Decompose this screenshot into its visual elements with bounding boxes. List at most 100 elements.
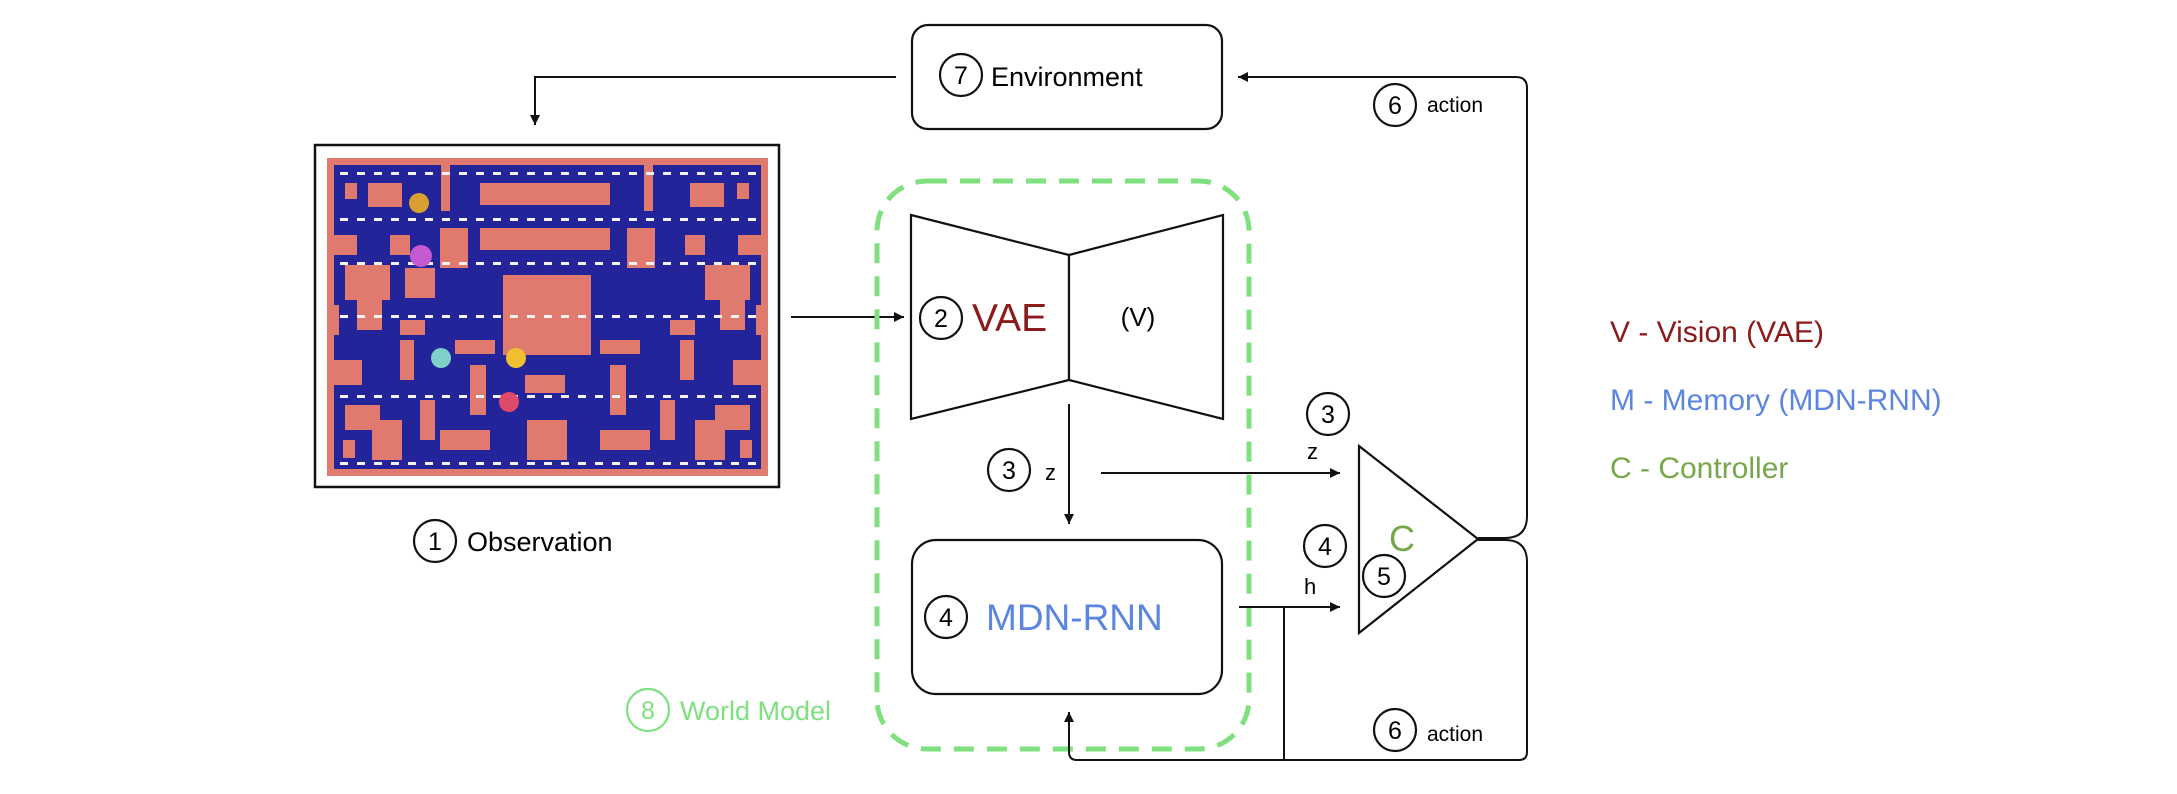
maze-wall (327, 360, 362, 385)
controller-node: C 5 (1357, 443, 1480, 636)
env-to-observation-arrow (530, 76, 896, 125)
mdn-rnn-node: 4 MDN-RNN (910, 538, 1224, 696)
controller-shape (1357, 443, 1480, 636)
maze-dot (442, 462, 450, 465)
maze-dot (612, 172, 620, 175)
maze-dot (731, 262, 739, 265)
maze-dot (340, 218, 348, 221)
maze-dot (680, 172, 688, 175)
maze-dot (408, 395, 416, 398)
maze-dot (731, 315, 739, 318)
maze-dot (425, 315, 433, 318)
observation-label: Observation (467, 527, 613, 557)
maze-dot (459, 315, 467, 318)
step-5-number: 5 (1377, 563, 1391, 591)
maze-dot (510, 262, 518, 265)
maze-wall (368, 183, 402, 207)
maze-dot (629, 315, 637, 318)
maze-dot (493, 462, 501, 465)
maze-dot (459, 262, 467, 265)
maze-dot (663, 218, 671, 221)
maze-dot (561, 218, 569, 221)
step-6-badge (1372, 82, 1418, 128)
maze-dot (612, 218, 620, 221)
maze-dot (595, 395, 603, 398)
maze-dot (714, 315, 722, 318)
maze-dot (374, 462, 382, 465)
maze-dot (561, 315, 569, 318)
maze-dot (663, 395, 671, 398)
ghost-icon (499, 392, 519, 412)
maze-dot (442, 262, 450, 265)
maze-dot (493, 315, 501, 318)
environment-label: Environment (991, 62, 1143, 92)
step-3-number: 3 (1002, 457, 1016, 485)
maze-dot (527, 218, 535, 221)
maze-wall (690, 183, 724, 207)
step-7-number: 7 (954, 62, 968, 90)
maze-dot (340, 315, 348, 318)
maze-dot (425, 462, 433, 465)
maze-wall (610, 365, 626, 415)
maze-dot (680, 395, 688, 398)
action-bottom-text: action (1427, 723, 1483, 746)
legend-controller: C - Controller (1610, 452, 1788, 485)
maze-wall (480, 228, 610, 250)
maze-dot (697, 462, 705, 465)
maze-dot (374, 262, 382, 265)
maze-wall (685, 235, 705, 255)
maze-dot (731, 218, 739, 221)
world-model-boundary (874, 178, 1252, 752)
maze-dot (357, 395, 365, 398)
maze-dot (578, 262, 586, 265)
step-6b-number: 6 (1388, 717, 1402, 745)
h-label: 4 h (1302, 523, 1348, 599)
maze-dot (391, 172, 399, 175)
maze-dot (544, 315, 552, 318)
maze-dot (459, 462, 467, 465)
maze-dot (697, 315, 705, 318)
maze-dot (391, 218, 399, 221)
maze-wall (680, 340, 694, 380)
maze-dot (476, 395, 484, 398)
maze-dot (476, 262, 484, 265)
maze-dot (595, 218, 603, 221)
maze-dot (578, 172, 586, 175)
h-text: h (1304, 574, 1316, 599)
maze-dot (442, 172, 450, 175)
maze-dot (714, 395, 722, 398)
step-4b-number: 4 (1318, 533, 1332, 561)
maze-wall (372, 420, 402, 460)
observation-image (313, 143, 781, 489)
maze-dot (561, 172, 569, 175)
legend-memory: M - Memory (MDN-RNN) (1610, 384, 1942, 417)
maze-wall (390, 235, 410, 255)
maze-dot (561, 462, 569, 465)
maze-dot (476, 172, 484, 175)
ghost-icon (410, 245, 432, 267)
maze-dot (493, 262, 501, 265)
vae-label: VAE (972, 297, 1047, 340)
maze-dot (595, 462, 603, 465)
maze-dots (340, 172, 756, 465)
maze-dot (425, 172, 433, 175)
maze-dot (493, 218, 501, 221)
maze-wall (420, 400, 435, 440)
maze-wall (627, 228, 655, 268)
maze-dot (391, 462, 399, 465)
maze-dot (408, 462, 416, 465)
maze-wall (737, 183, 749, 199)
z-right-label: 3 z (1305, 391, 1351, 464)
maze-dot (527, 395, 535, 398)
maze-wall (660, 400, 675, 440)
maze-dot (340, 395, 348, 398)
world-model-caption: 8 World Model (625, 687, 831, 733)
maze-dot (340, 462, 348, 465)
legend: V - Vision (VAE) M - Memory (MDN-RNN) C … (1610, 316, 1942, 485)
ghost-icon (409, 193, 429, 213)
maze-wall (455, 340, 495, 354)
maze-dot (731, 172, 739, 175)
maze-dot (442, 395, 450, 398)
action-bottom-label: 6 action (1372, 707, 1483, 753)
z-right-text: z (1307, 439, 1318, 464)
